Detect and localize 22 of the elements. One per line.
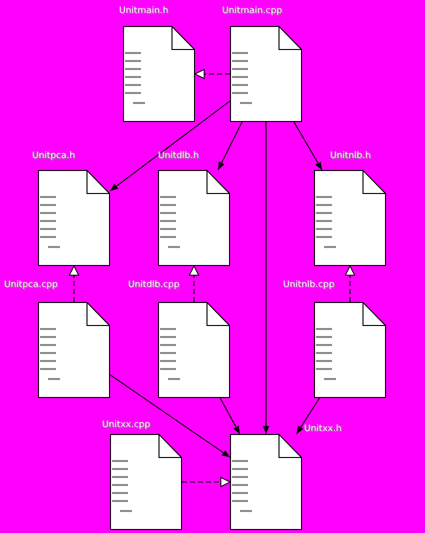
file-name: Unitmain.cpp — [222, 6, 282, 16]
arrow — [294, 122, 322, 170]
file-name: Unitdlb.h — [158, 151, 199, 161]
arrow — [262, 122, 270, 434]
dependency-arrow — [182, 476, 230, 488]
file-name: Unitpca.h — [32, 151, 76, 161]
dependency-arrow — [344, 266, 356, 302]
dependency-arrow — [194, 68, 230, 80]
arrow — [296, 398, 320, 434]
file-name: Unitdlb.cpp — [128, 280, 180, 290]
dependency-arrow — [188, 266, 200, 302]
file-name: Unitnlb.cpp — [283, 280, 334, 290]
file-name: Unitxx.h — [304, 424, 342, 434]
file-name: Unitpca.cpp — [4, 280, 58, 290]
file-name: Unitnlb.h — [330, 151, 371, 161]
file-name: Unitmain.h — [119, 6, 168, 16]
arrow — [220, 398, 240, 434]
file-name: Unitxx.cpp — [102, 420, 150, 430]
dependency-arrow — [68, 266, 80, 302]
arrow — [110, 100, 230, 192]
arrow — [110, 374, 230, 458]
arrow — [218, 122, 242, 170]
